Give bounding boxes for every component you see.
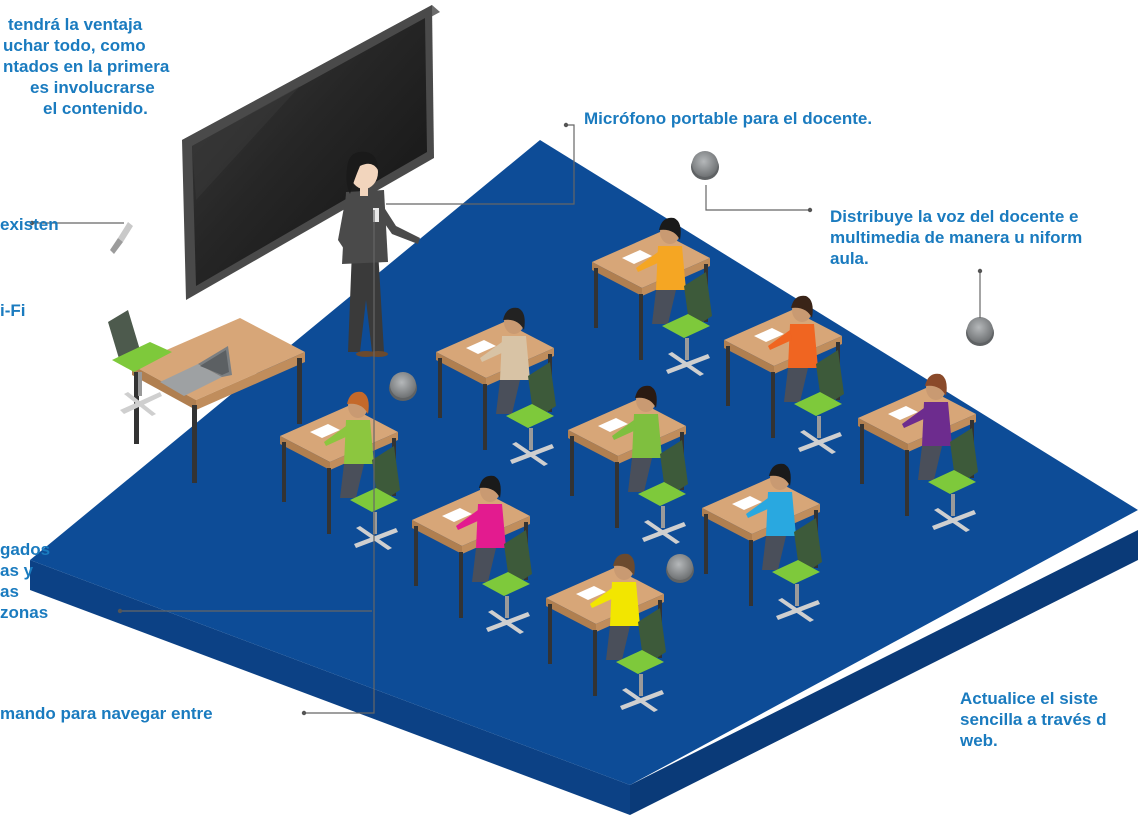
student-figure (324, 391, 374, 498)
student-chair (772, 518, 822, 622)
interactive-smartboard (182, 5, 440, 300)
student-desk (592, 217, 712, 376)
student-chair (928, 428, 978, 532)
teacher-figure (338, 151, 420, 357)
student-chair (482, 530, 532, 634)
label-listen-advantage: tendrá la ventaja uchar todo, como ntado… (3, 15, 170, 118)
speaker-icon (691, 151, 719, 180)
student-figure (902, 373, 952, 480)
paper-sheet (622, 250, 652, 264)
student-figure (746, 463, 796, 570)
speaker-icon (389, 372, 417, 401)
classroom-floor (30, 140, 1138, 815)
paper-sheet (466, 340, 496, 354)
student-desk (858, 373, 978, 532)
student-figure (480, 307, 530, 414)
paper-sheet (576, 586, 606, 600)
student-figure (612, 385, 662, 492)
student-desk (546, 553, 666, 712)
label-wifi: i-Fi (0, 301, 26, 320)
student-figure (590, 553, 640, 660)
student-desk (436, 307, 556, 466)
callout-dots (29, 122, 983, 716)
label-remote-control: mando para navegar entre (0, 704, 213, 723)
paper-sheet (598, 418, 628, 432)
speaker-icon (666, 554, 694, 583)
label-existen: existen (0, 215, 59, 234)
paper-sheet (310, 424, 340, 438)
student-desk (412, 475, 532, 634)
wifi-access-point (110, 222, 133, 254)
paper-sheet (732, 496, 762, 510)
laptop (160, 346, 232, 396)
student-chair (506, 362, 556, 466)
callout-lines (32, 124, 981, 714)
paper-sheet (442, 508, 472, 522)
student-desk (724, 295, 844, 454)
speaker-icon (966, 317, 994, 346)
student-chair (638, 440, 688, 544)
student-chair (616, 608, 666, 712)
label-connected-devices: gados as y as zonas (0, 540, 51, 622)
paper-sheet (754, 328, 784, 342)
label-portable-microphone: Micrófono portable para el docente. (584, 109, 873, 128)
student-chair (662, 272, 712, 376)
student-figure (456, 475, 506, 582)
teacher-chair (108, 310, 172, 416)
label-voice-distribution: Distribuye la voz del docente e multimed… (830, 207, 1083, 268)
student-figure (768, 295, 818, 402)
student-figure (636, 217, 686, 324)
paper-sheet (888, 406, 918, 420)
student-desk (568, 385, 688, 544)
label-system-update: Actualice el siste sencilla a través d w… (960, 689, 1107, 750)
student-desk (702, 463, 822, 622)
student-chair (794, 350, 844, 454)
